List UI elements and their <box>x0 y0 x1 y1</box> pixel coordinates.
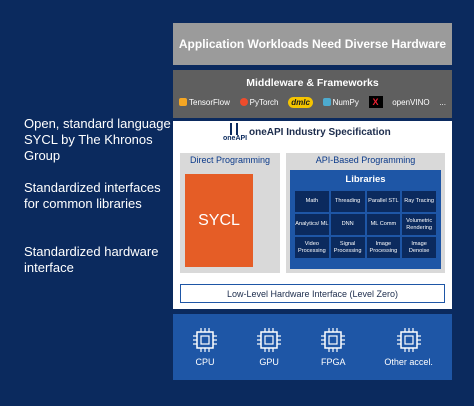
oneapi-spec-panel: oneAPI oneAPI Industry Specification Dir… <box>173 121 452 309</box>
library-image-denoise: Image Denoise <box>402 237 436 258</box>
hardware-cpu-label: CPU <box>195 357 215 367</box>
hardware-gpu: GPU <box>256 327 282 367</box>
hardware-other-accel-label: Other accel. <box>384 357 433 367</box>
libraries-title: Libraries <box>345 174 386 185</box>
library-math: Math <box>295 191 329 212</box>
library-image-processing: Image Processing <box>366 237 401 258</box>
middleware-title: Middleware & Frameworks <box>246 77 379 89</box>
spec-title: oneAPI Industry Specification <box>249 127 391 138</box>
hardware-fpga: FPGA <box>320 327 346 367</box>
application-workloads-header: Application Workloads Need Diverse Hardw… <box>173 23 452 65</box>
pytorch-icon <box>239 98 248 106</box>
hardware-gpu-label: GPU <box>259 357 279 367</box>
fpga-chip-icon <box>321 328 346 352</box>
direct-programming-title: Direct Programming <box>189 155 271 165</box>
library-threading: Threading <box>330 191 365 212</box>
api-based-title: API-Based Programming <box>315 155 416 165</box>
middleware-box: Middleware & Frameworks TensorFlow PyTor… <box>173 70 452 118</box>
library-video-processing: Video Processing <box>295 237 329 258</box>
library-dnn: DNN <box>330 214 365 235</box>
point-libraries: Standardized interfaces for common libra… <box>24 180 161 211</box>
hardware-fpga-label: FPGA <box>321 357 346 367</box>
direct-programming-box: Direct Programming SYCL <box>180 153 280 273</box>
hardware-cpu: CPU <box>192 327 218 367</box>
sycl-block: SYCL <box>185 174 253 267</box>
framework-logos: TensorFlow PyTorch dmlc NumPy X openVINO… <box>179 96 446 108</box>
hardware-other-accel: Other accel. <box>384 327 433 367</box>
numpy-logo: NumPy <box>322 98 359 107</box>
libraries-box: Libraries Math Threading Parallel STL Ra… <box>290 170 441 269</box>
library-analytics-ml: Analytics/ ML <box>295 214 329 235</box>
point-hardware-interface: Standardized hardware interface <box>24 244 159 275</box>
oneapi-logo: oneAPI <box>223 123 247 142</box>
hardware-strip: CPU GPU FPGA Other accel. <box>173 314 452 380</box>
tensorflow-icon <box>179 98 187 106</box>
more-frameworks: ... <box>439 97 446 107</box>
library-volumetric-rendering: Volumetric Rendering <box>402 214 436 235</box>
dmlc-logo: dmlc <box>288 96 313 108</box>
point-sycl: Open, standard language SYCL by The Khro… <box>24 116 171 163</box>
level-zero-interface: Low-Level Hardware Interface (Level Zero… <box>180 284 445 303</box>
openvino-logo: openVINO <box>392 97 430 107</box>
library-ml-comm: ML Comm <box>366 214 401 235</box>
api-based-box: API-Based Programming Libraries Math Thr… <box>286 153 445 273</box>
library-grid: Math Threading Parallel STL Ray Tracing … <box>295 191 436 258</box>
gpu-chip-icon <box>257 328 282 352</box>
tensorflow-logo: TensorFlow <box>179 98 230 107</box>
numpy-icon <box>322 98 331 106</box>
accelerator-chip-icon <box>396 328 421 352</box>
pytorch-logo: PyTorch <box>239 98 279 107</box>
oneapi-mark-icon <box>230 123 238 135</box>
cpu-chip-icon <box>193 328 218 352</box>
library-parallel-stl: Parallel STL <box>366 191 401 212</box>
library-signal-processing: Signal Processing <box>330 237 365 258</box>
library-ray-tracing: Ray Tracing <box>402 191 436 212</box>
x-logo: X <box>368 96 383 108</box>
